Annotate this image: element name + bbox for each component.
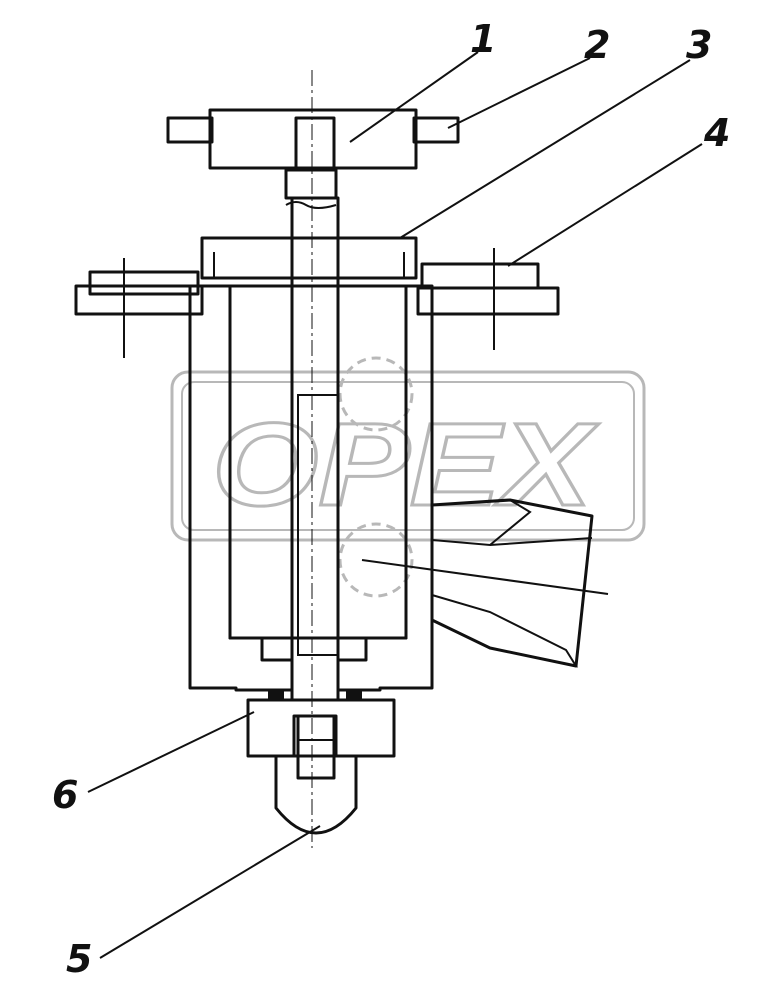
callout-3: 3 [686,23,712,67]
gland-cap [200,236,418,280]
leader-line-5 [99,825,321,959]
leader-line-6 [87,711,255,793]
callout-2: 2 [584,23,610,67]
leader-line-1 [349,51,479,143]
valve-stem [284,70,340,848]
valve-body [188,284,434,692]
leader-line-3 [399,59,691,239]
callout-6: 6 [52,773,78,817]
outlet-spout [361,498,609,668]
watermark: OPEX [170,356,646,598]
callout-4: 4 [703,111,730,155]
mounting-flange [74,248,560,358]
leader-line-4 [507,143,703,267]
handwheel [166,108,460,172]
nut-cap [274,714,358,835]
callout-1: 1 [470,17,496,61]
callout-5: 5 [66,937,92,981]
leader-line-2 [447,57,591,129]
leader-lines [87,51,703,959]
callout-labels: 1 2 3 4 5 6 [52,17,730,981]
bottom-bushing [246,690,396,758]
